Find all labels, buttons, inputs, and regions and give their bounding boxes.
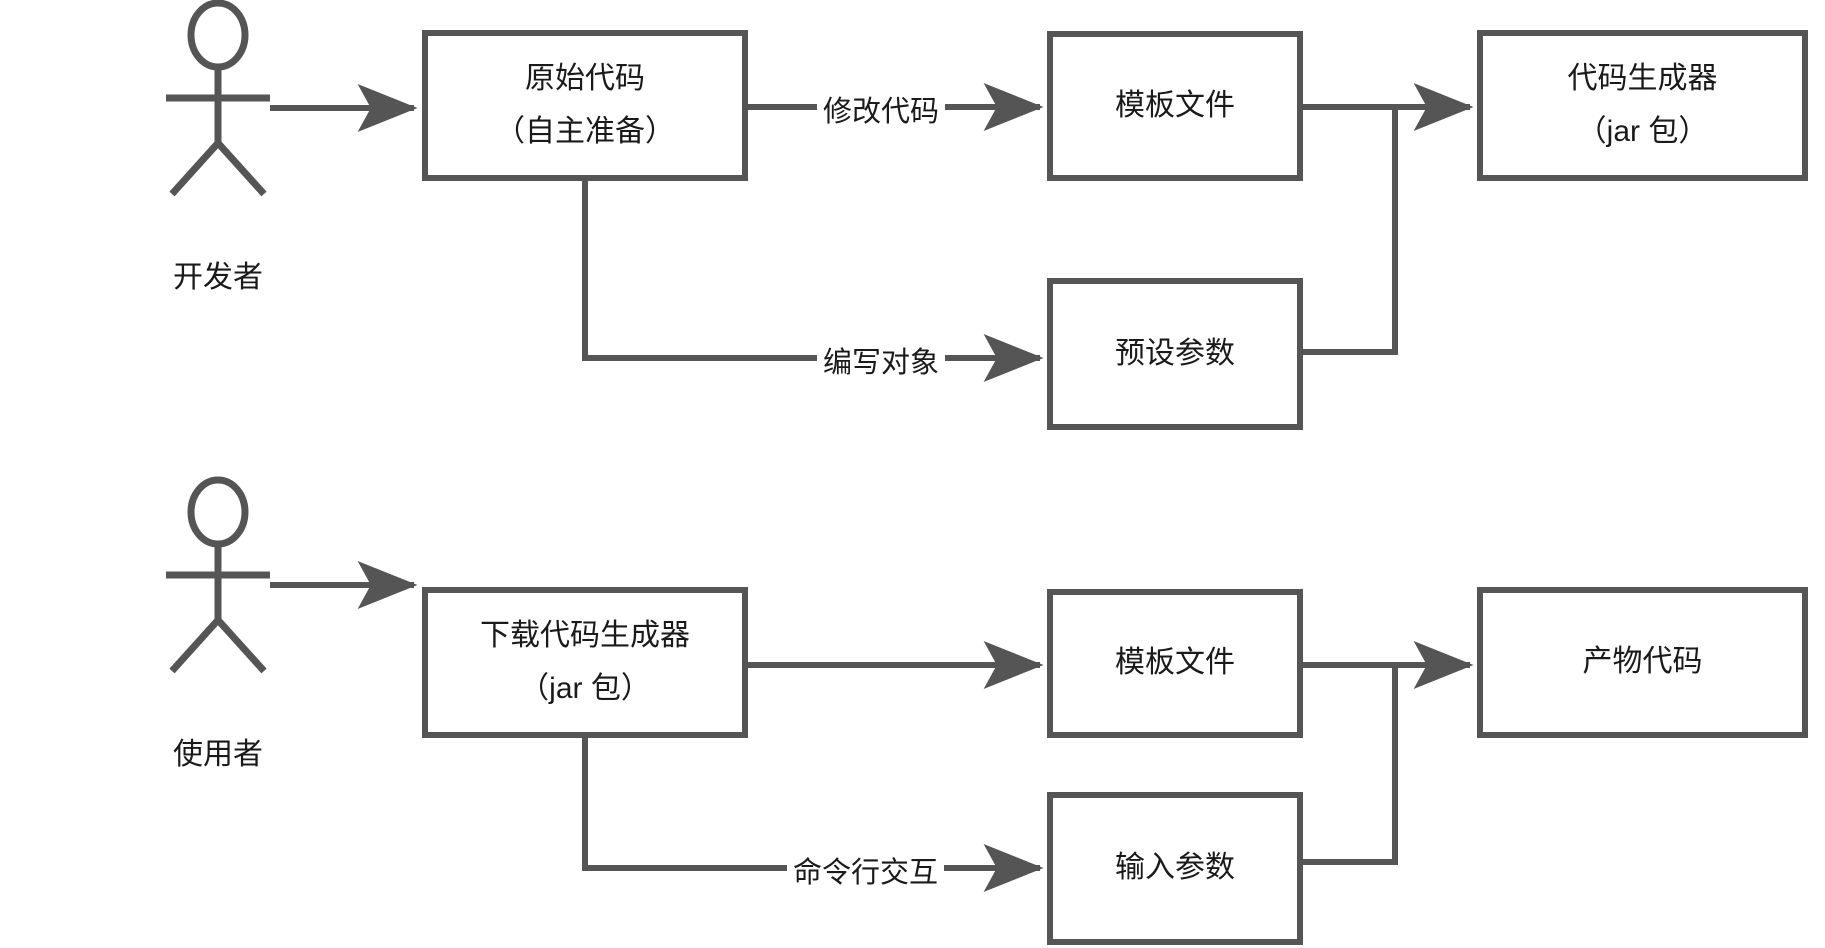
actor-developer-figure <box>166 0 270 197</box>
node-preset-params-box[interactable] <box>1047 278 1303 430</box>
edge-label-modify-code: 修改代码 <box>817 88 946 130</box>
node-code-generator-box[interactable] <box>1477 30 1808 181</box>
edge-source-code-to-preset-params <box>582 178 1044 382</box>
node-template-file-top-box[interactable] <box>1047 31 1303 181</box>
node-template-file-bottom-box[interactable] <box>1047 589 1303 738</box>
edge-preset-params-to-generator <box>1300 107 1398 355</box>
actor-user-figure <box>166 476 270 674</box>
node-input-params-box[interactable] <box>1047 792 1303 945</box>
node-download-generator-box[interactable] <box>422 587 748 738</box>
node-output-code-box[interactable] <box>1477 587 1808 738</box>
edge-label-cli-interaction: 命令行交互 <box>787 849 945 891</box>
actor-label-developer: 开发者 <box>173 261 263 294</box>
edge-label-write-object: 编写对象 <box>817 339 946 381</box>
actor-label-user: 使用者 <box>173 738 263 771</box>
node-source-code-box[interactable] <box>422 30 748 181</box>
edge-input-params-to-output-code <box>1300 665 1398 865</box>
